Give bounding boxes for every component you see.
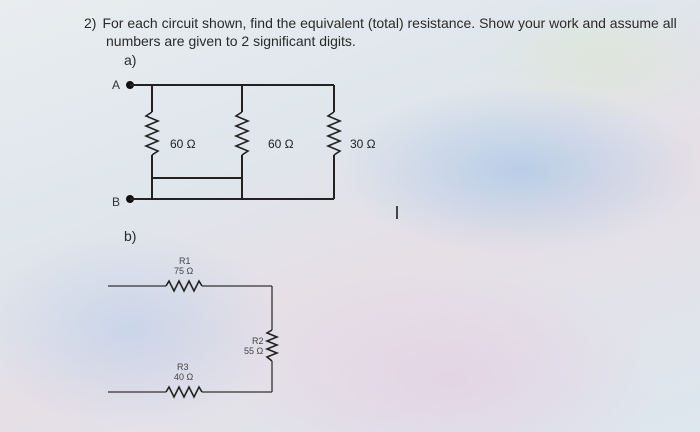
resistor-a3-value: 30 Ω: [350, 137, 376, 151]
resistor-r2-value: 55 Ω: [244, 346, 264, 356]
part-b-label: b): [124, 228, 137, 244]
resistor-a3: [325, 111, 343, 156]
question-text: 2) For each circuit shown, find the equiv…: [84, 14, 684, 50]
circuit-a: A B 60 Ω 60 Ω 30 Ω: [112, 78, 376, 209]
resistor-r1-value: 75 Ω: [174, 266, 194, 276]
resistor-a1-value: 60 Ω: [170, 137, 196, 151]
resistor-a2: [233, 111, 251, 156]
part-a-label: a): [124, 52, 137, 68]
resistor-r2: [264, 329, 280, 362]
circuit-b: R1 75 Ω R2 55 Ω R3 40 Ω: [108, 256, 280, 399]
resistor-r1-name: R1: [179, 256, 191, 266]
resistor-a1: [143, 111, 161, 156]
resistor-r2-name: R2: [252, 336, 264, 346]
question-number: 2): [84, 15, 97, 31]
node-a-label: A: [112, 78, 120, 92]
resistor-r1: [165, 279, 203, 293]
question-line-2: numbers are given to 2 significant digit…: [106, 33, 356, 49]
resistor-r3-name: R3: [177, 362, 189, 372]
question-line-1: For each circuit shown, find the equival…: [102, 15, 677, 31]
resistor-r3: [165, 385, 203, 399]
resistor-a2-value: 60 Ω: [268, 137, 294, 151]
node-b-label: B: [112, 195, 120, 209]
resistor-r3-value: 40 Ω: [174, 372, 194, 382]
